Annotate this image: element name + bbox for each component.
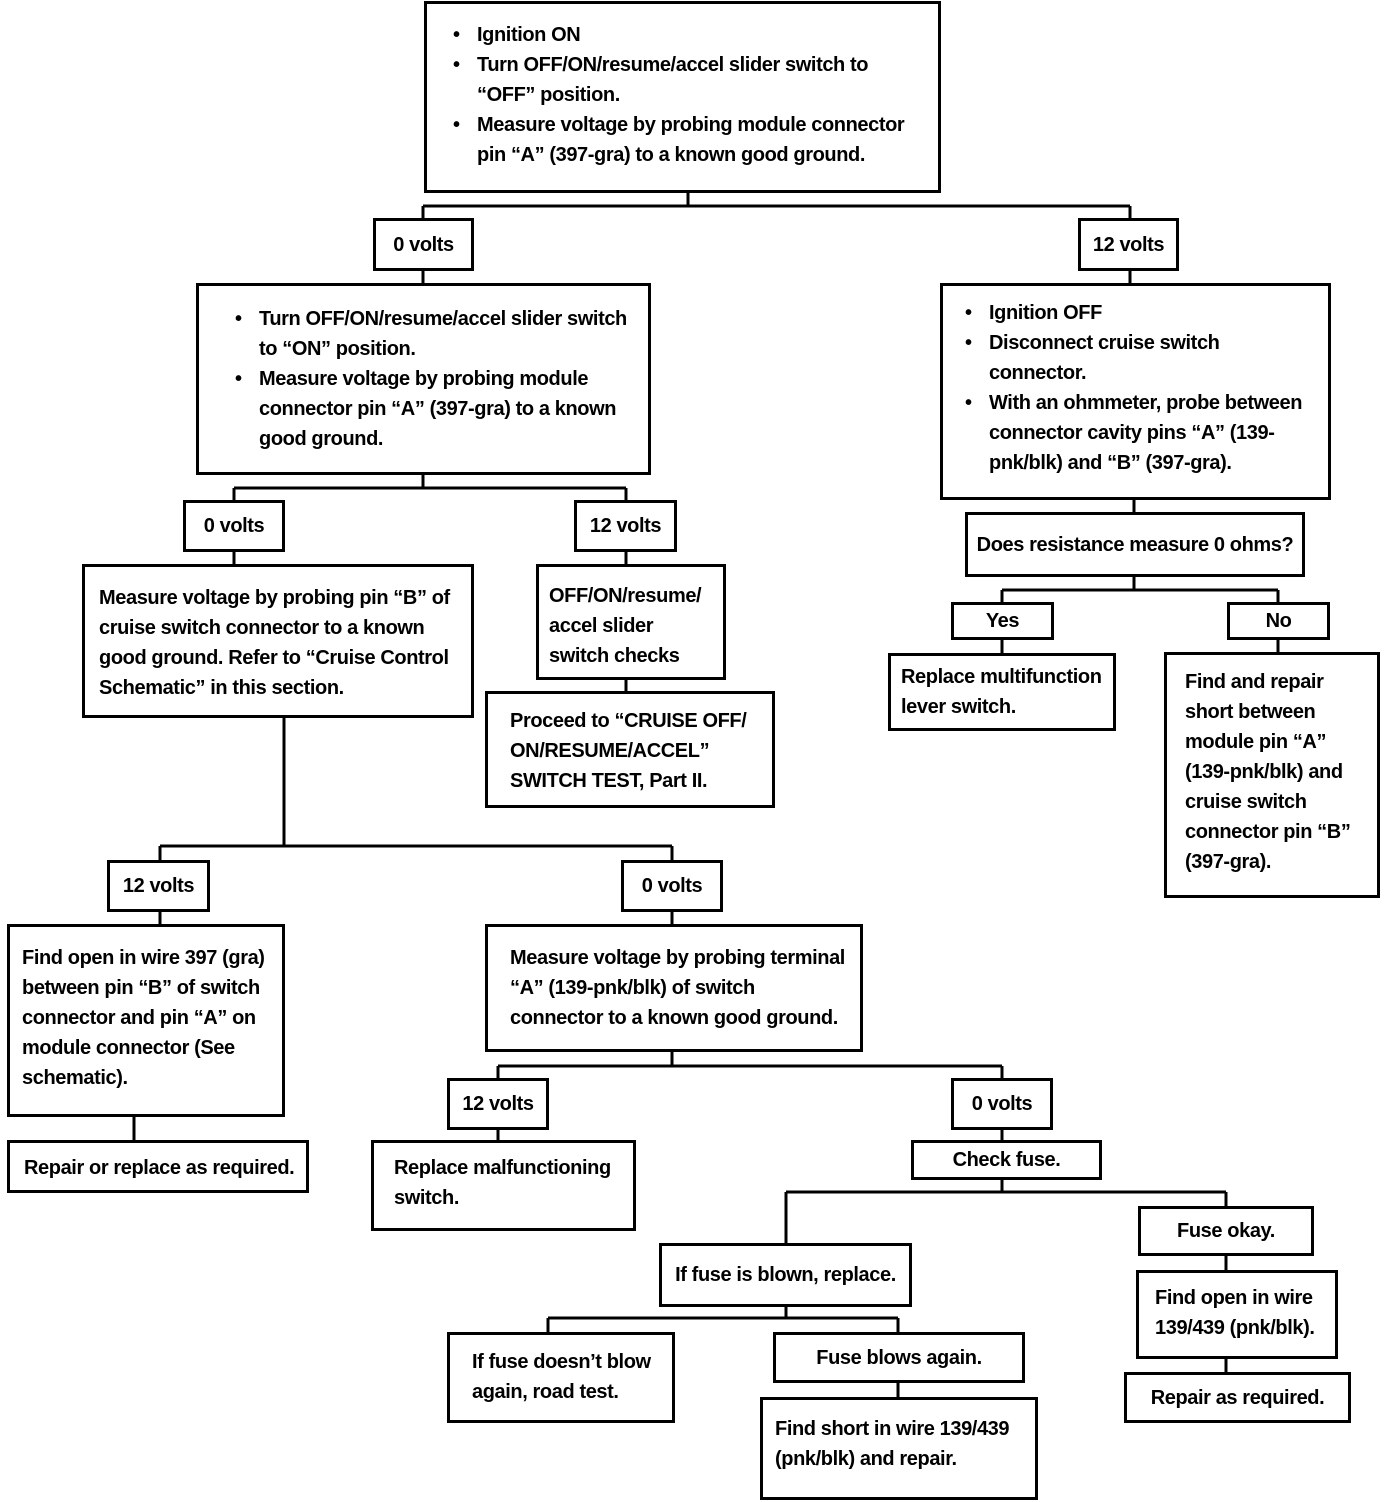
fuse-blows-again-box: Fuse blows again.	[773, 1332, 1025, 1383]
switch-on-test-box: Turn OFF/ON/resume/accel slider switch t…	[196, 283, 651, 475]
find-open-139-box: Find open in wire 139/439 (pnk/blk).	[1136, 1270, 1338, 1359]
pin-b-test-text: Measure voltage by probing pin “B” of cr…	[99, 587, 450, 699]
start-test-box: Ignition ON Turn OFF/ON/resume/accel sli…	[424, 1, 941, 193]
repair-replace-box: Repair or replace as required.	[7, 1140, 309, 1193]
yes-label: Yes	[951, 602, 1054, 640]
check-fuse-box: Check fuse.	[911, 1140, 1102, 1180]
find-short-module-text: Find and repair short between module pin…	[1185, 671, 1351, 873]
pin-b-test-box: Measure voltage by probing pin “B” of cr…	[82, 564, 474, 718]
fuse-blown-box: If fuse is blown, replace.	[659, 1243, 912, 1307]
switch-ok-text: OFF/ON/resume/ accel slider switch check…	[549, 585, 702, 677]
result-12-volts-label: 12 volts	[1078, 218, 1179, 271]
step-disconnect-connector: Disconnect cruise switch connector.	[965, 328, 1318, 388]
result-12-volts-label: 12 volts	[107, 860, 210, 912]
find-open-397-text: Find open in wire 397 (gra) between pin …	[22, 947, 265, 1089]
find-short-module-box: Find and repair short between module pin…	[1164, 652, 1380, 898]
repair-required-box: Repair as required.	[1124, 1372, 1351, 1423]
replace-switch-box: Replace malfunctioning switch.	[371, 1140, 636, 1231]
no-label: No	[1227, 602, 1330, 640]
ignition-off-steps: Ignition OFF Disconnect cruise switch co…	[959, 298, 1318, 478]
replace-multifunction-text: Replace multifunction lever switch.	[901, 666, 1102, 718]
step-ignition-off: Ignition OFF	[965, 298, 1318, 328]
result-12-volts-label: 12 volts	[447, 1078, 549, 1130]
result-12-volts-label: 12 volts	[574, 500, 677, 552]
terminal-a-test-box: Measure voltage by probing terminal “A” …	[485, 924, 863, 1052]
result-0-volts-label: 0 volts	[183, 500, 285, 552]
step-measure-pin-a: Measure voltage by probing module connec…	[453, 110, 918, 170]
terminal-a-test-text: Measure voltage by probing terminal “A” …	[510, 947, 845, 1029]
step-measure-pin-a: Measure voltage by probing module connec…	[235, 364, 628, 454]
result-0-volts-label: 0 volts	[621, 860, 723, 912]
repair-replace-text: Repair or replace as required.	[24, 1157, 295, 1179]
find-short-139-box: Find short in wire 139/439 (pnk/blk) and…	[760, 1397, 1038, 1500]
resistance-question-box: Does resistance measure 0 ohms?	[965, 512, 1305, 577]
proceed-part2-text: Proceed to “CRUISE OFF/ ON/RESUME/ACCEL”…	[510, 710, 747, 792]
find-open-397-box: Find open in wire 397 (gra) between pin …	[7, 924, 285, 1117]
ignition-off-test-box: Ignition OFF Disconnect cruise switch co…	[940, 283, 1331, 500]
step-switch-off: Turn OFF/ON/resume/accel slider switch t…	[453, 50, 918, 110]
find-open-139-text: Find open in wire 139/439 (pnk/blk).	[1155, 1287, 1315, 1339]
step-ohmmeter-probe: With an ohmmeter, probe between connecto…	[965, 388, 1318, 478]
result-0-volts-label: 0 volts	[373, 218, 474, 271]
step-ignition-on: Ignition ON	[453, 20, 918, 50]
fuse-no-blow-box: If fuse doesn’t blow again, road test.	[447, 1332, 675, 1423]
fuse-no-blow-text: If fuse doesn’t blow again, road test.	[472, 1351, 651, 1403]
proceed-part2-box: Proceed to “CRUISE OFF/ ON/RESUME/ACCEL”…	[485, 691, 775, 808]
step-switch-on: Turn OFF/ON/resume/accel slider switch t…	[235, 304, 628, 364]
switch-ok-box: OFF/ON/resume/ accel slider switch check…	[536, 564, 726, 680]
fuse-okay-box: Fuse okay.	[1138, 1206, 1314, 1256]
on-test-steps: Turn OFF/ON/resume/accel slider switch t…	[229, 304, 628, 454]
replace-multifunction-box: Replace multifunction lever switch.	[888, 653, 1116, 731]
replace-switch-text: Replace malfunctioning switch.	[394, 1157, 611, 1209]
start-steps: Ignition ON Turn OFF/ON/resume/accel sli…	[447, 20, 918, 170]
result-0-volts-label: 0 volts	[951, 1078, 1053, 1130]
find-short-139-text: Find short in wire 139/439 (pnk/blk) and…	[775, 1418, 1010, 1470]
